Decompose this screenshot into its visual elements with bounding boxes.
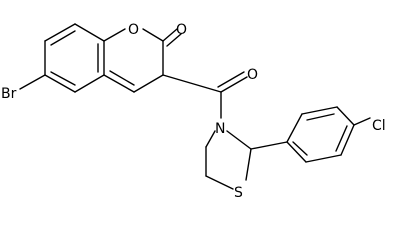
molecule-structure: Br O O O N S Cl [1, 22, 386, 200]
atom-label-s: S [234, 185, 243, 200]
bond [166, 33, 182, 47]
bond [133, 74, 164, 93]
atom-label-br: Br [1, 86, 17, 102]
atom-label-cl: Cl [372, 118, 386, 134]
bond [286, 141, 307, 163]
bond [340, 124, 355, 156]
bond [217, 71, 245, 88]
bond [306, 113, 335, 121]
bond [336, 106, 355, 126]
atom-label-o-ketone: O [247, 67, 258, 83]
bond [162, 28, 178, 42]
bond [250, 141, 288, 150]
bond [301, 106, 338, 115]
bond [50, 30, 76, 46]
bond [74, 74, 105, 93]
coumarin-core [19, 23, 182, 93]
bond [44, 74, 76, 93]
bond [245, 148, 252, 181]
bond [44, 23, 76, 42]
bond [353, 117, 371, 126]
bond [226, 130, 252, 150]
bond [109, 70, 135, 86]
thiazolidine-ring [205, 130, 252, 190]
bond [305, 154, 342, 163]
carbonyl-linker [162, 71, 248, 119]
atom-label-n: N [215, 121, 225, 137]
bond [74, 23, 105, 42]
bond [103, 28, 126, 42]
atom-label-o-lactone: O [176, 22, 187, 38]
atom-label-o-ring: O [128, 22, 139, 38]
bond [292, 141, 308, 156]
bond [205, 130, 216, 148]
chlorophenyl-ring [250, 106, 371, 163]
bond [50, 71, 76, 86]
bond [103, 74, 135, 93]
bond [286, 113, 303, 143]
bond [162, 74, 222, 93]
bond [142, 28, 164, 42]
bond [335, 125, 348, 152]
bond [220, 76, 248, 93]
bond [19, 74, 46, 90]
structure-canvas: Br O O O N S Cl [1, 22, 386, 200]
bond [205, 175, 234, 190]
